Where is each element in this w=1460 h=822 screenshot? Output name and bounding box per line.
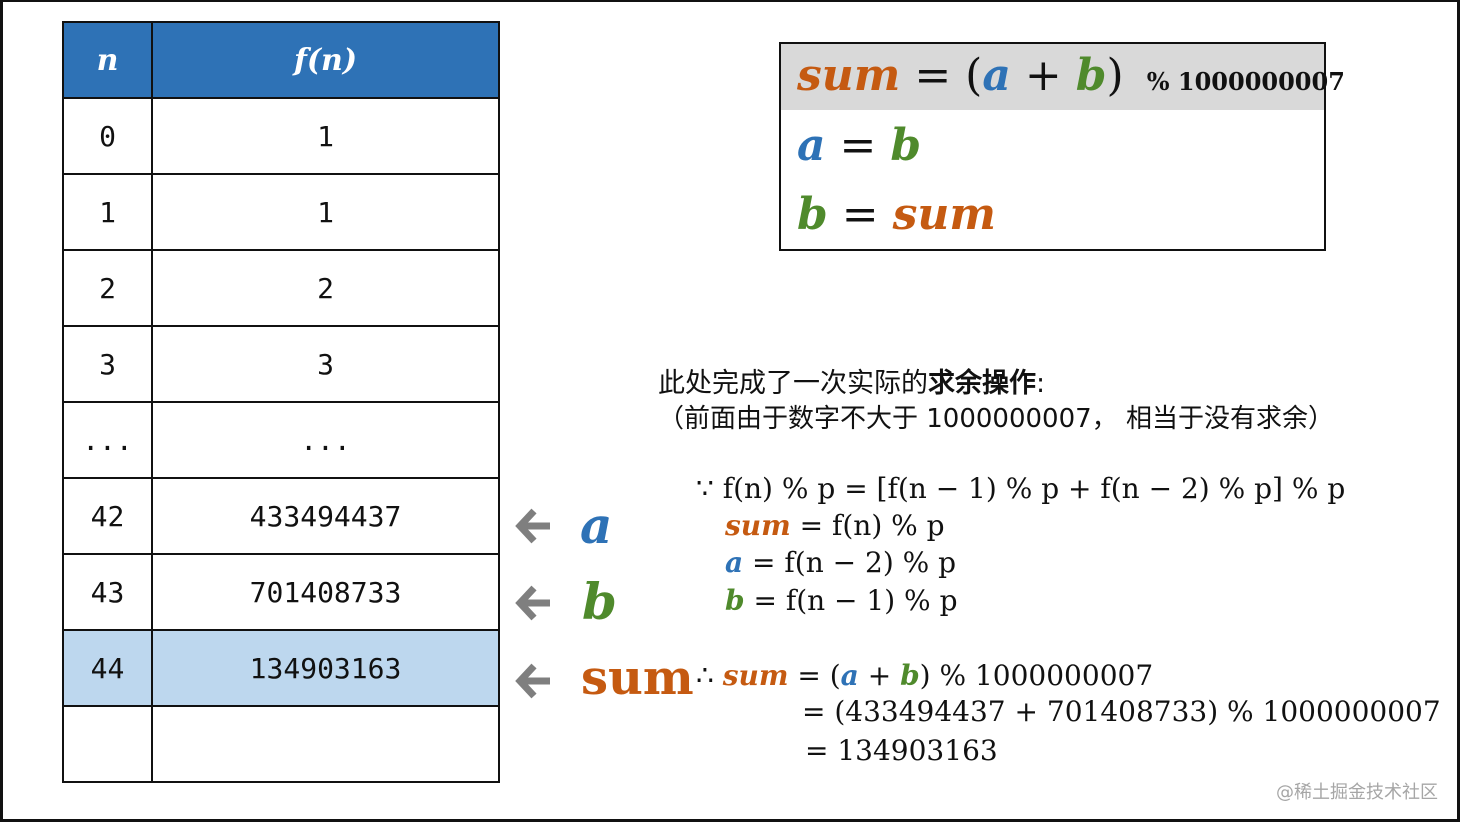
note-text: 此处完成了一次实际的 <box>658 368 928 399</box>
conclusion-line-2: = (433494437 + 701408733) % 1000000007 <box>802 695 1441 728</box>
formula-line-a: a = b <box>797 120 921 171</box>
cell-f: 1 <box>151 97 500 175</box>
watermark: @稀土掘金技术社区 <box>1276 782 1438 803</box>
var-a: a <box>840 659 859 692</box>
header-fn: f(n) <box>151 21 500 99</box>
derivation-because: ∵ f(n) % p = [f(n − 1) % p + f(n − 2) % … <box>696 472 1346 505</box>
cell-n: 2 <box>62 249 153 327</box>
formula-mod: % 1000000007 <box>1146 67 1345 96</box>
var-sum: sum <box>725 509 791 542</box>
var-sum: sum <box>892 189 996 240</box>
formula-eq: = <box>827 189 893 240</box>
cell-f: 2 <box>151 249 500 327</box>
cell-n: 0 <box>62 97 153 175</box>
cell-n: 43 <box>62 553 153 631</box>
formula-line-b: b = sum <box>797 189 996 240</box>
cell-f: 134903163 <box>151 629 500 707</box>
cell-f: 433494437 <box>151 477 500 555</box>
arrow-left-icon <box>515 585 550 621</box>
cell-n: 44 <box>62 629 153 707</box>
table-header-row: n f(n) <box>62 21 500 99</box>
cell-f: 701408733 <box>151 553 500 631</box>
formula-line-sum: sum = (a + b) % 1000000007 <box>797 50 1345 101</box>
var-sum: sum <box>722 659 789 692</box>
derivation-a-rhs: = f(n − 2) % p <box>743 546 957 579</box>
cell-f <box>151 705 500 783</box>
derivation-b: b = f(n − 1) % p <box>725 584 958 617</box>
cell-n: 3 <box>62 325 153 403</box>
therefore-symbol: ∴ <box>696 659 723 692</box>
cell-n <box>62 705 153 783</box>
formula-eq: = <box>825 120 891 171</box>
conclusion-plus: + <box>858 659 901 692</box>
var-b: b <box>900 659 920 692</box>
formula-close: ) <box>1106 50 1124 101</box>
var-b: b <box>890 120 922 171</box>
cell-n: ... <box>62 401 153 479</box>
formula-plus: + <box>1010 50 1076 101</box>
var-b: b <box>797 189 828 240</box>
note-line-1: 此处完成了一次实际的求余操作: <box>658 361 1045 400</box>
derivation-b-rhs: = f(n − 1) % p <box>744 584 958 617</box>
derivation-sum-rhs: = f(n) % p <box>790 509 945 542</box>
arrow-left-icon <box>515 508 550 544</box>
note-line-2: （前面由于数字不大于 1000000007， 相当于没有求余） <box>658 404 1334 434</box>
conclusion-eq: = ( <box>788 659 841 692</box>
cell-f: ... <box>151 401 500 479</box>
conclusion-tail: ) % 1000000007 <box>919 659 1154 692</box>
pointer-a-label: a <box>580 496 613 555</box>
var-a: a <box>982 50 1011 101</box>
update-formula-box: sum = (a + b) % 1000000007 a = b b = sum <box>779 42 1345 251</box>
note-colon: : <box>1036 368 1046 399</box>
cell-f: 3 <box>151 325 500 403</box>
cell-f: 1 <box>151 173 500 251</box>
pointer-sum-label: sum <box>581 650 694 706</box>
derivation-a: a = f(n − 2) % p <box>725 546 956 579</box>
var-sum: sum <box>797 50 901 101</box>
var-b: b <box>1075 50 1107 101</box>
pointer-b-label: b <box>582 572 617 631</box>
formula-eq: = ( <box>900 50 983 101</box>
note-emphasis: 求余操作 <box>928 368 1036 399</box>
conclusion-line-3: = 134903163 <box>805 734 998 767</box>
cell-n: 1 <box>62 173 153 251</box>
arrow-left-icon <box>515 663 550 699</box>
var-a: a <box>725 546 744 579</box>
derivation-sum: sum = f(n) % p <box>725 509 945 542</box>
header-n: n <box>62 21 153 99</box>
table-row: ...... <box>62 401 500 479</box>
cell-n: 42 <box>62 477 153 555</box>
conclusion-line-1: ∴ sum = (a + b) % 1000000007 <box>696 659 1153 692</box>
var-a: a <box>797 120 826 171</box>
var-b: b <box>725 584 745 617</box>
table-row <box>62 705 500 783</box>
formula-highlight-band <box>781 44 1324 110</box>
